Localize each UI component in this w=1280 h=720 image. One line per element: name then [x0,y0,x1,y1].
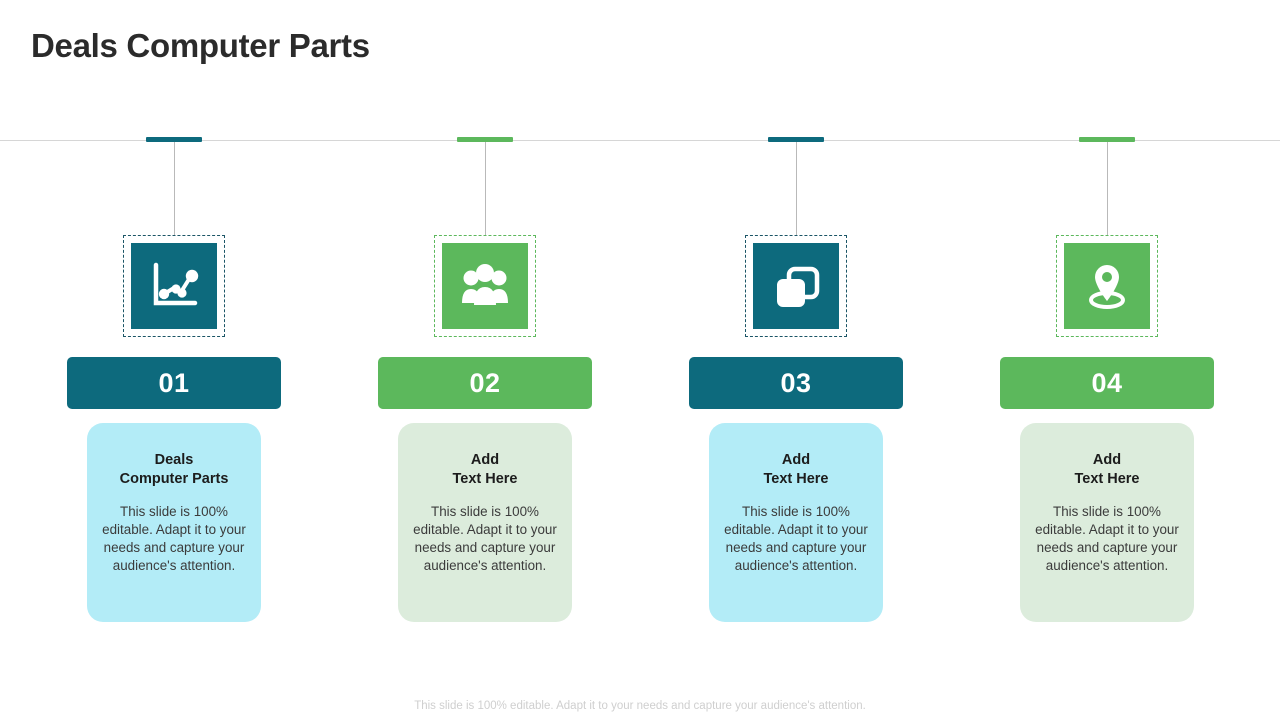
card-title: Deals Computer Parts [99,451,249,490]
number-label: 03 [780,367,812,398]
text-card[interactable]: Add Text Here This slide is 100% editabl… [709,423,883,622]
card-title: Add Text Here [410,451,560,490]
number-label: 01 [158,367,190,398]
card-title-line1: Deals [154,452,194,468]
card-body: This slide is 100% editable. Adapt it to… [102,503,246,574]
text-card[interactable]: Add Text Here This slide is 100% editabl… [1020,423,1194,622]
card-title: Add Text Here [1032,451,1182,490]
line-chart-icon[interactable] [131,243,217,329]
timeline-tick [457,137,513,142]
timeline-tick [1079,137,1135,142]
map-pin-icon[interactable] [1064,243,1150,329]
card-title-line2: Text Here [452,471,518,488]
card-title-line1: Add [1092,452,1122,468]
card-title: Add Text Here [721,451,871,490]
text-card[interactable]: Add Text Here This slide is 100% editabl… [398,423,572,622]
card-title-line1: Add [781,452,811,468]
icon-dashed-frame [123,235,225,337]
card-body: This slide is 100% editable. Adapt it to… [724,503,868,574]
card-title-line2: Text Here [1074,471,1140,488]
number-banner[interactable]: 02 [378,357,592,409]
card-title-line1: Add [470,452,500,468]
people-group-icon[interactable] [442,243,528,329]
number-banner[interactable]: 04 [1000,357,1214,409]
icon-dashed-frame [434,235,536,337]
icon-dashed-frame [745,235,847,337]
connector-line [796,142,797,235]
timeline-rule [0,140,1280,141]
slide-footer: This slide is 100% editable. Adapt it to… [414,700,866,712]
connector-line [174,142,175,235]
number-banner[interactable]: 01 [67,357,281,409]
timeline-tick [146,137,202,142]
icon-dashed-frame [1056,235,1158,337]
connector-line [1107,142,1108,235]
card-title-line2: Computer Parts [119,471,229,488]
copy-duplicate-icon[interactable] [753,243,839,329]
card-body: This slide is 100% editable. Adapt it to… [1035,503,1179,574]
card-title-line2: Text Here [763,471,829,488]
number-label: 02 [469,367,501,398]
number-label: 04 [1091,367,1123,398]
number-banner[interactable]: 03 [689,357,903,409]
connector-line [485,142,486,235]
timeline-tick [768,137,824,142]
text-card[interactable]: Deals Computer Parts This slide is 100% … [87,423,261,622]
page-title: Deals Computer Parts [31,27,370,64]
card-body: This slide is 100% editable. Adapt it to… [413,503,557,574]
